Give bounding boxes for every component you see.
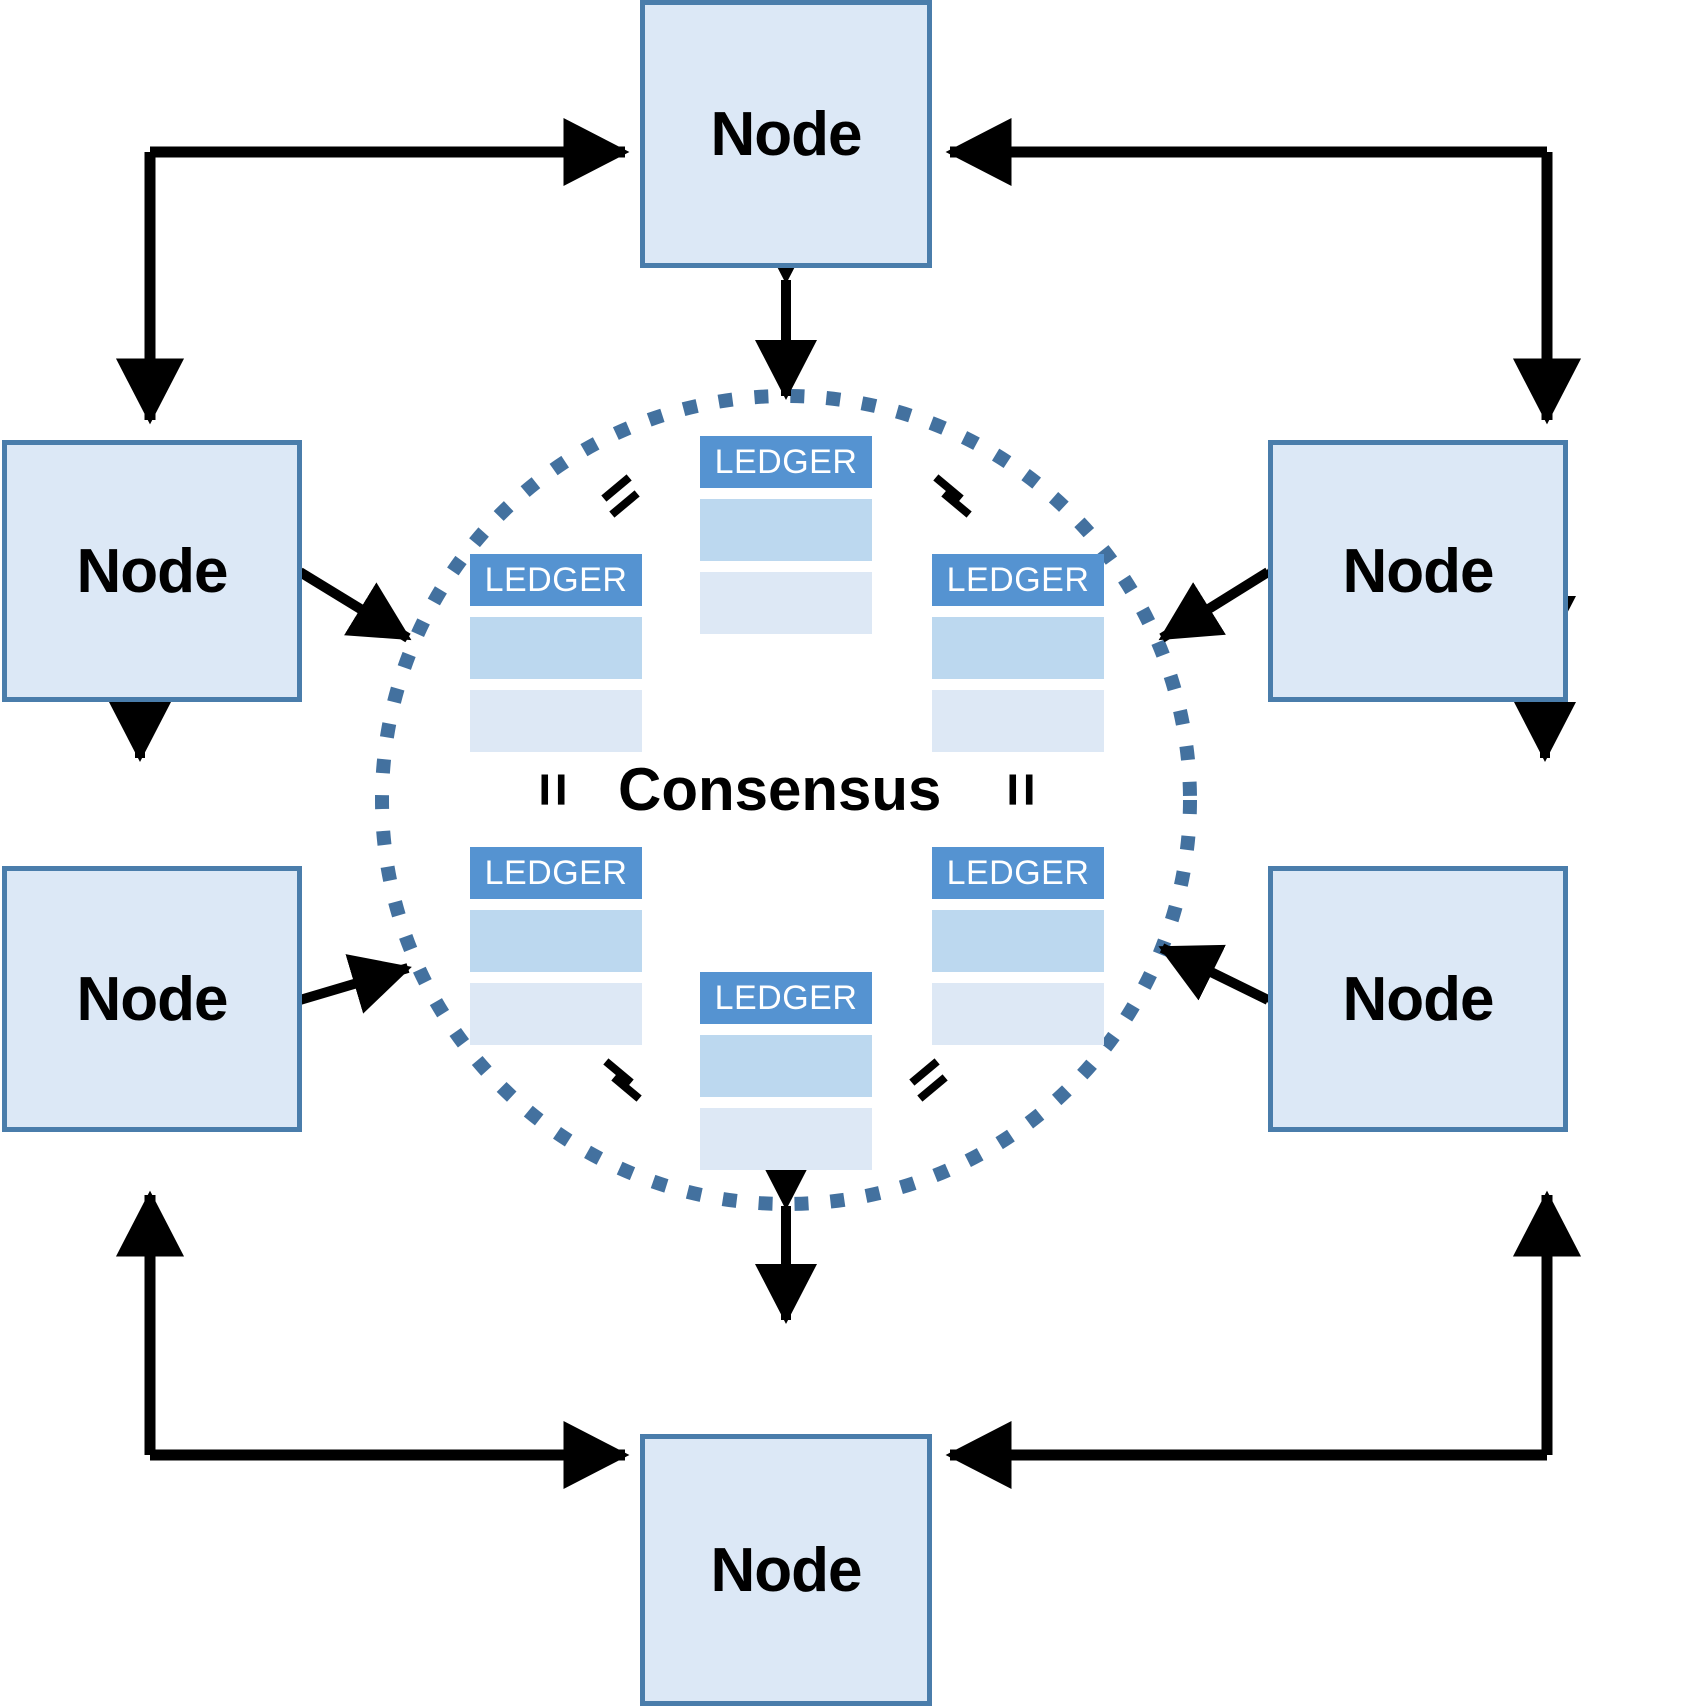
node-left-lower-label: Node: [76, 964, 229, 1034]
ledger-upper-right-header: LEDGER: [932, 554, 1104, 606]
ledger-row-light: [470, 690, 642, 752]
ledger-row-dark: [932, 617, 1104, 679]
equals-mark-upper-left: [601, 474, 640, 518]
ledger-row-dark: [470, 910, 642, 972]
ledger-bottom-center-header: LEDGER: [700, 972, 872, 1024]
node-top[interactable]: Node: [640, 0, 932, 268]
ledger-upper-left[interactable]: LEDGER: [470, 554, 642, 752]
connector-right-upper-to-top: [945, 117, 1582, 425]
ledger-row-light: [470, 983, 642, 1045]
ledger-lower-left-header: LEDGER: [470, 847, 642, 899]
equals-mark-lower-left: [603, 1058, 642, 1102]
equals-mark-upper-right: [933, 474, 972, 518]
ledger-row-light: [700, 572, 872, 634]
ledger-lower-right[interactable]: LEDGER: [932, 847, 1104, 1045]
connector-right-upper-to-consensus: [1158, 516, 1332, 643]
ledger-top-center[interactable]: LEDGER: [700, 436, 872, 634]
ledger-row-light: [932, 690, 1104, 752]
ledger-row-dark: [700, 499, 872, 561]
connector-right-lower-to-bottom: [945, 1190, 1582, 1490]
connector-left-upper-to-top: [115, 117, 630, 425]
ledger-upper-right[interactable]: LEDGER: [932, 554, 1104, 752]
node-bottom-label: Node: [710, 1535, 863, 1605]
node-top-label: Node: [710, 99, 863, 169]
node-left-upper-label: Node: [76, 536, 229, 606]
ledger-lower-right-header: LEDGER: [932, 847, 1104, 899]
ledger-bottom-center[interactable]: LEDGER: [700, 972, 872, 1170]
node-left-upper[interactable]: Node: [2, 440, 302, 702]
consensus-label: Consensus: [618, 756, 942, 823]
consensus-equals-right: =: [988, 771, 1056, 808]
consensus-circle: [375, 389, 1197, 1211]
connector-left-lower-to-consensus: [237, 954, 412, 1046]
ledger-top-center-header: LEDGER: [700, 436, 872, 488]
node-left-lower[interactable]: Node: [2, 866, 302, 1132]
node-right-upper-label: Node: [1342, 536, 1495, 606]
ledger-row-dark: [470, 617, 642, 679]
ledger-row-dark: [700, 1035, 872, 1097]
connector-left-upper-to-consensus: [236, 516, 412, 643]
node-right-upper[interactable]: Node: [1268, 440, 1568, 702]
ledger-row-light: [932, 983, 1104, 1045]
ledger-lower-left[interactable]: LEDGER: [470, 847, 642, 1045]
connector-left-lower-to-bottom: [115, 1190, 630, 1490]
ledger-upper-left-header: LEDGER: [470, 554, 642, 606]
node-bottom[interactable]: Node: [640, 1434, 932, 1706]
connector-right-lower-to-consensus: [1158, 943, 1332, 1053]
ledger-row-dark: [932, 910, 1104, 972]
node-right-lower[interactable]: Node: [1268, 866, 1568, 1132]
ledger-row-light: [700, 1108, 872, 1170]
node-right-lower-label: Node: [1342, 964, 1495, 1034]
consensus-equals-left: =: [520, 771, 588, 808]
equals-mark-lower-right: [909, 1058, 948, 1102]
